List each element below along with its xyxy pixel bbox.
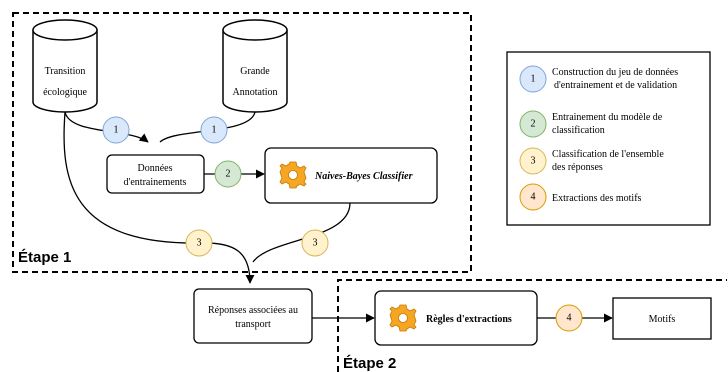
svg-text:2: 2 (226, 169, 231, 180)
legend-text: Extractions des motifs (552, 193, 642, 204)
arrow-icon (63, 111, 255, 284)
legend-badge (519, 183, 547, 211)
legend-item-3: 3 Classification de l'ensemble des réponse… (519, 147, 664, 175)
responses-line2: transport (235, 319, 271, 330)
motifs-label: Motifs (649, 314, 676, 325)
training-data-line1: Données (138, 163, 173, 174)
legend-badge (519, 65, 547, 93)
legend-badge-number: 1 (531, 74, 536, 85)
responses-line1: Réponses associées au (208, 305, 298, 316)
legend-text: des réponses (552, 162, 603, 173)
legend-badge-number: 2 (531, 119, 536, 130)
svg-text:1: 1 (114, 125, 119, 136)
db-transition-line2: écologique (43, 87, 87, 98)
legend-text: Classification de l'ensemble (552, 149, 664, 160)
stage1-frame (12, 12, 472, 273)
svg-text:3: 3 (313, 238, 318, 249)
svg-text:1: 1 (212, 125, 217, 136)
svg-text:4: 4 (567, 313, 572, 324)
training-data-line2: d'entrainements (124, 177, 187, 188)
legend-text: d'entrainement et de validation (554, 80, 677, 91)
database-icon (222, 19, 288, 113)
legend-badge (519, 147, 547, 175)
svg-text:3: 3 (197, 238, 202, 249)
step-badge-2: 2 (214, 160, 242, 188)
step-badge-3b: 3 (301, 229, 329, 257)
db-transition-line1: Transition (45, 66, 86, 77)
classifier-box (264, 147, 438, 204)
db-annotation-line2: Annotation (233, 87, 278, 98)
legend-items: 1 Construction du jeu de données d'entrain… (519, 65, 678, 211)
stage2-label: Étape 2 (343, 355, 396, 372)
database-icon (32, 19, 98, 113)
legend-badge-number: 3 (531, 156, 536, 167)
rules-label: Règles d'extractions (426, 314, 512, 325)
legend-text: classification (552, 125, 605, 136)
step-badge-4: 4 (555, 304, 583, 332)
legend-badge-number: 4 (531, 192, 536, 203)
arrow-icon (252, 202, 351, 263)
legend-item-1: 1 Construction du jeu de données d'entrain… (519, 65, 678, 93)
stage1-label: Étape 1 (18, 249, 71, 266)
step-badge-3a: 3 (185, 229, 213, 257)
legend-text: Entrainement du modèle de (552, 112, 663, 123)
step-badge-1a: 1 (102, 116, 130, 144)
stage2-frame (337, 279, 727, 372)
legend-text: Construction du jeu de données (552, 67, 678, 78)
classifier-label: Naives-Bayes Classifier (314, 171, 413, 182)
step-badge-1b: 1 (200, 116, 228, 144)
legend-item-2: 2 Entrainement du modèle de classification (519, 110, 663, 138)
legend-badge (519, 110, 547, 138)
motifs-box (612, 297, 712, 340)
responses-box (193, 288, 313, 344)
arrow-icon (64, 111, 149, 143)
db-annotation-line1: Grande (240, 66, 270, 77)
legend-item-4: 4 Extractions des motifs (519, 183, 642, 211)
